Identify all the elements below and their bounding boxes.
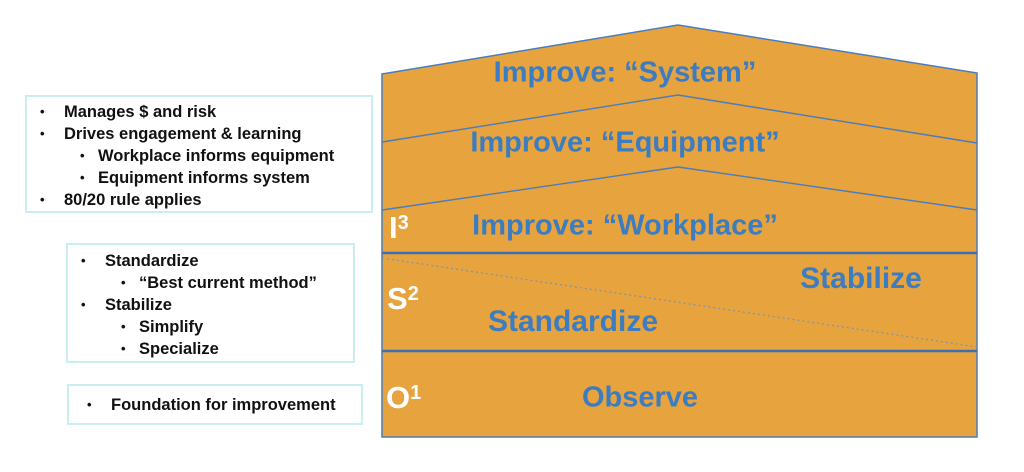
note-text: Simplify xyxy=(139,318,204,336)
note-line: • Specialize xyxy=(68,338,353,360)
note-line: • Manages $ and risk xyxy=(27,101,371,123)
note-line: • Drives engagement & learning xyxy=(27,123,371,145)
bullet-icon: • xyxy=(121,275,126,290)
stage-code-letter: O xyxy=(386,380,411,415)
stage-code-superscript: 3 xyxy=(397,211,409,234)
bullet-icon: • xyxy=(121,319,126,334)
note-text: Standardize xyxy=(105,252,199,270)
stage-code-s2: S2 xyxy=(387,282,419,316)
bullet-icon: • xyxy=(40,192,45,207)
note-text: Drives engagement & learning xyxy=(64,125,302,143)
note-line: • Stabilize xyxy=(68,294,353,316)
note-text: “Best current method” xyxy=(139,274,317,292)
bullet-icon: • xyxy=(40,126,45,141)
note-line: • Standardize xyxy=(68,250,353,272)
divider-equipment-workplace xyxy=(381,166,978,211)
note-text: Manages $ and risk xyxy=(64,103,217,121)
note-text: Foundation for improvement xyxy=(111,396,336,414)
stage-code-letter: S xyxy=(387,281,408,316)
note-box-observe: • Foundation for improvement xyxy=(67,384,363,425)
stage-code-superscript: 2 xyxy=(407,282,419,305)
bullet-icon: • xyxy=(81,297,86,312)
note-line: • Simplify xyxy=(68,316,353,338)
note-line: • Equipment informs system xyxy=(27,167,371,189)
note-text: Equipment informs system xyxy=(98,169,310,187)
note-line: • 80/20 rule applies xyxy=(27,189,371,211)
stage-code-superscript: 1 xyxy=(410,381,422,404)
stage-code-letter: I xyxy=(389,210,398,245)
note-text: Specialize xyxy=(139,340,219,358)
note-box-system-level: • Manages $ and risk • Drives engagement &… xyxy=(25,95,373,213)
layer-label-stabilize: Stabilize xyxy=(800,262,922,295)
layer-label-improve-equipment: Improve: “Equipment” xyxy=(470,126,780,159)
note-box-standardize-stabilize: • Standardize • “Best current method” • Sta… xyxy=(66,243,355,363)
bullet-icon: • xyxy=(40,104,45,119)
layer-label-improve-system: Improve: “System” xyxy=(493,56,757,89)
note-line: • Workplace informs equipment xyxy=(27,145,371,167)
layer-label-standardize: Standardize xyxy=(487,305,659,338)
divider-stabilize-standardize-dotted xyxy=(381,257,978,348)
bullet-icon: • xyxy=(87,397,92,412)
pyramid-shape xyxy=(381,24,978,438)
layer-label-observe: Observe xyxy=(581,381,699,414)
stage-code-o1: O1 xyxy=(386,381,421,415)
divider-system-equipment xyxy=(381,94,978,144)
note-line: • Foundation for improvement xyxy=(69,394,361,416)
note-text: 80/20 rule applies xyxy=(64,191,202,209)
bullet-icon: • xyxy=(80,170,85,185)
note-text: Workplace informs equipment xyxy=(98,147,335,165)
bullet-icon: • xyxy=(80,148,85,163)
bullet-icon: • xyxy=(81,253,86,268)
bullet-icon: • xyxy=(121,341,126,356)
note-text: Stabilize xyxy=(105,296,172,314)
note-line: • “Best current method” xyxy=(68,272,353,294)
stage-code-i3: I3 xyxy=(389,211,409,245)
layer-label-improve-workplace: Improve: “Workplace” xyxy=(472,209,778,242)
